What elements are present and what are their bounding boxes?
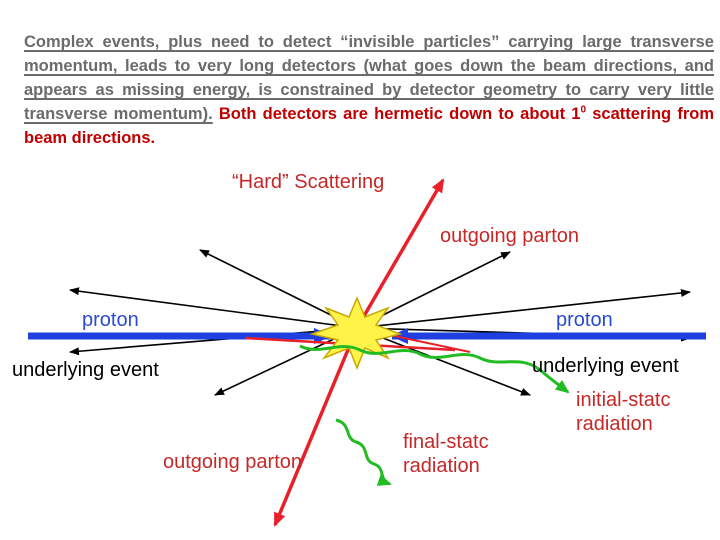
outgoing-parton-label-top: outgoing parton [440,225,579,247]
hard-scattering-label: “Hard” Scattering [232,171,384,193]
initial-state-radiation-label-1: initial-statc [576,389,670,411]
final-state-radiation-label-2: radiation [403,455,480,477]
intro-tail-text: Both detectors are hermetic down to abou… [24,105,714,147]
final-state-radiation-arrow [335,418,392,486]
intro-underlined-text: Complex events, plus need to detect “inv… [24,33,714,123]
hard-scattering-diagram: “Hard” Scattering outgoing parton proton… [12,171,706,527]
outgoing-parton-label-bottom: outgoing parton [163,451,302,473]
intro-tail-after-sup: scattering from beam directions. [24,105,714,147]
proton-label-right: proton [556,309,613,331]
intro-paragraph: Complex events, plus need to detect “inv… [24,30,714,150]
outgoing-parton-arrow-top [355,178,445,329]
underlying-event-arrow [356,288,691,329]
hard-scattering-star [309,296,403,371]
underlying-event-arrow [69,327,358,356]
initial-state-radiation-arrow [299,344,570,394]
initial-state-radiation-label-2: radiation [576,413,653,435]
proton-label-left: proton [82,309,139,331]
underlying-event-arrow [356,327,531,396]
degree-superscript: 0 [580,104,587,116]
outgoing-parton-arrow-bottom [273,327,359,527]
final-state-radiation-label-1: final-statc [403,431,489,453]
underlying-event-arrows [69,249,691,396]
underlying-event-label-left: underlying event [12,359,159,381]
underlying-event-arrow [69,287,358,329]
intro-tail-before-sup: Both detectors are hermetic down to abou… [212,105,581,123]
underlying-event-label-right: underlying event [532,355,679,377]
